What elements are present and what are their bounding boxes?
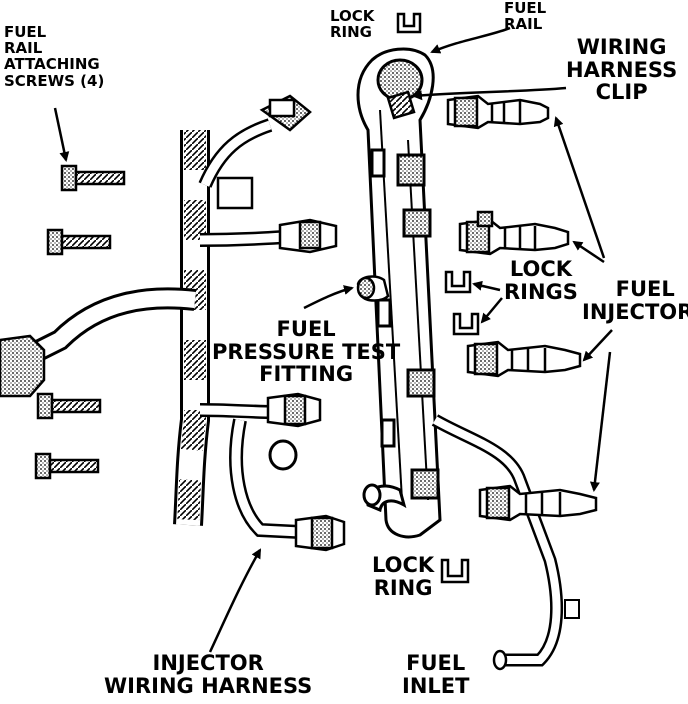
fuel-inlet-tube: [431, 414, 580, 671]
label-line: WIRING: [576, 35, 667, 59]
fuel-rail-screws: [34, 164, 126, 480]
rail-elbow: [362, 483, 407, 513]
label-fuel-injectors: FUEL INJECTORS: [582, 278, 688, 323]
label-line: ATTACHING: [4, 55, 100, 74]
label-line: LOCK: [372, 553, 435, 577]
label-line: WIRING HARNESS: [104, 673, 313, 698]
label-line: FITTING: [259, 362, 354, 387]
screw-1: [60, 164, 126, 192]
label-injector-wiring-harness: INJECTOR WIRING HARNESS: [104, 652, 312, 697]
label-line: INJECTORS: [582, 299, 688, 324]
label-fuel-rail: FUEL RAIL: [504, 0, 546, 32]
fuel-injector-1: [446, 94, 550, 130]
arrow-wiring-harness: [208, 548, 262, 653]
arrow-injector-1: [553, 116, 606, 259]
label-line: FUEL: [504, 0, 547, 17]
label-line: PRESSURE TEST: [212, 339, 401, 364]
label-lock-ring-bottom: LOCK RING: [372, 554, 434, 599]
label-line: LOCK: [509, 257, 573, 281]
label-line: RING: [373, 575, 433, 600]
fuel-injector-2: [458, 210, 570, 256]
leader-arrows: [53, 26, 613, 653]
label-line: FUEL: [406, 651, 466, 675]
label-line: LOCK: [330, 7, 375, 25]
harness-connectors: [0, 94, 346, 552]
label-line: FUEL: [4, 23, 47, 41]
label-lock-ring-top: LOCK RING: [330, 7, 375, 42]
label-line: INJECTOR: [152, 651, 264, 675]
fuel-injector-3: [466, 340, 582, 378]
fuel-injector-4: [478, 484, 598, 522]
screw-2: [46, 228, 112, 256]
label-lock-rings: LOCK RINGS: [504, 258, 578, 303]
arrow-lock-rings-a: [472, 280, 501, 292]
wiring-harness-clip: [386, 90, 416, 120]
arrow-lock-rings-b: [480, 297, 503, 324]
injector-wiring-harness: [15, 118, 301, 539]
label-fuel-inlet: FUEL INLET: [402, 652, 469, 697]
lock-ring-bottom: [440, 558, 470, 584]
lock-ring-top: [396, 12, 422, 34]
label-wiring-harness-clip: WIRING HARNESS CLIP: [566, 36, 677, 104]
fuel-pressure-test-fitting: [356, 275, 390, 302]
arrow-injector-3: [582, 329, 613, 362]
label-line: HARNESS: [566, 57, 678, 82]
screw-4: [34, 452, 100, 480]
label-line: RING: [330, 23, 372, 42]
arrow-harness-clip: [412, 86, 567, 101]
label-line: CLIP: [595, 80, 648, 105]
label-line: RAIL: [4, 39, 43, 58]
arrow-fuel-rail: [430, 26, 511, 54]
arrow-test-fitting: [303, 285, 354, 310]
label-fuel-rail-screws: FUEL RAIL ATTACHING SCREWS (4): [4, 24, 104, 89]
label-line: SCREWS (4): [4, 71, 105, 90]
label-line: FUEL: [276, 317, 336, 341]
label-line: FUEL: [615, 277, 675, 301]
screw-3: [36, 392, 102, 420]
arrow-screws: [53, 107, 70, 162]
arrow-injector-2: [572, 240, 605, 264]
label-line: RINGS: [504, 279, 578, 304]
label-fuel-pressure-test-fitting: FUEL PRESSURE TEST FITTING: [212, 318, 400, 386]
label-line: RAIL: [504, 15, 543, 34]
label-line: INLET: [402, 673, 470, 698]
arrow-injector-4: [589, 351, 612, 492]
lock-rings-middle: [444, 270, 480, 336]
